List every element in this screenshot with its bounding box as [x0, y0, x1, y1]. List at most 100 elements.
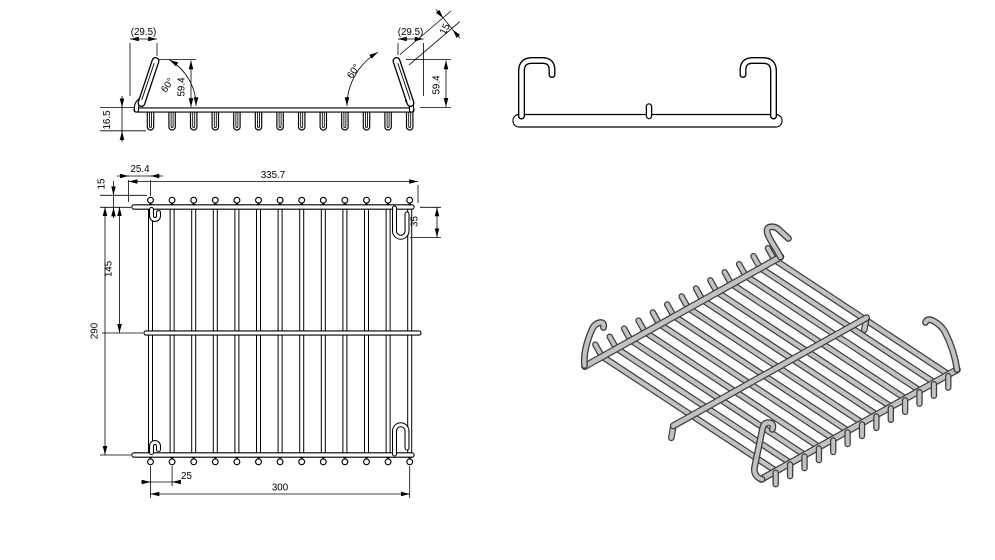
wire-end-loop: [319, 196, 327, 204]
wire-end-loop: [147, 196, 154, 204]
iso-corner-hook: [923, 317, 960, 372]
iso-wire: [772, 257, 949, 376]
dim-arc: [344, 51, 379, 107]
iso-corner-hook: [582, 320, 606, 368]
front-prong: [341, 110, 349, 131]
end-hook: [518, 57, 556, 120]
front-prong: [384, 110, 392, 131]
wire-end-loop: [255, 196, 262, 204]
front-prong-loops: [146, 110, 414, 131]
wire-end-loop: [211, 458, 219, 466]
front-prong-inner: [149, 111, 152, 129]
front-prong: [146, 110, 155, 131]
iso-back-rail: [582, 254, 784, 369]
front-rail-and-hooks: [133, 57, 415, 113]
front-prong: [319, 110, 328, 131]
dim-front-prong-height: 16.5: [102, 110, 113, 130]
dim-arrow: [452, 29, 461, 39]
front-prong-inner: [343, 111, 347, 129]
iso-wire: [614, 346, 791, 464]
front-hook-fold-line: [141, 63, 155, 100]
plan-corner-hook: [393, 423, 409, 456]
front-prong-inner: [257, 111, 260, 129]
dim-front-right-angle: 60°: [345, 62, 363, 81]
plan-corner-hook: [392, 205, 410, 240]
dim-front-right-width: (29.5): [398, 27, 424, 38]
front-prong-inner: [408, 111, 412, 129]
ext-line: [399, 10, 452, 55]
front-hook-fold-line: [397, 63, 411, 100]
wire-end-loop: [319, 458, 327, 466]
dim-arrow: [435, 9, 444, 19]
front-prong-inner: [170, 111, 174, 129]
dim-plan-pitch: 25: [181, 471, 192, 482]
front-end-hook: [393, 58, 414, 106]
wire-end-loop: [384, 196, 392, 204]
dim-front-left-angle: 60°: [159, 76, 177, 95]
front-prong: [362, 110, 371, 131]
wire-end-loop: [298, 458, 306, 466]
front-prong: [276, 110, 284, 131]
iso-wire: [700, 298, 877, 416]
wire-end-loop: [341, 196, 349, 204]
iso-wire: [643, 330, 820, 448]
front-prong-inner: [386, 111, 390, 129]
front-prong-inner: [321, 111, 325, 129]
front-prong: [168, 110, 176, 131]
wire-end-loop: [363, 458, 370, 466]
iso-wire: [686, 306, 863, 424]
isometric-view: [580, 223, 961, 488]
front-prong-inner: [278, 111, 282, 129]
dim-plan-top-width: 335.7: [261, 170, 286, 181]
plan-corner-hook: [150, 441, 160, 454]
plan-wire-end-loops: [147, 196, 414, 466]
wire-end-loop: [211, 196, 219, 204]
end-view-hooks: [518, 57, 777, 120]
wire-end-loop: [276, 458, 284, 466]
wire-end-loop: [190, 196, 198, 204]
front-prong: [297, 110, 306, 131]
front-prong: [211, 110, 220, 131]
dim-plan-overall-depth: 290: [90, 322, 101, 339]
end-hook: [519, 58, 555, 119]
iso-middle-rail: [671, 315, 869, 429]
plan-corner-hook: [150, 208, 160, 221]
iso-wire: [600, 354, 777, 472]
dim-plan-mid-offset: 145: [104, 260, 115, 277]
wire-end-loop: [341, 458, 349, 466]
end-view: [512, 57, 783, 128]
wire-end-loop: [147, 458, 154, 466]
front-prong-inner: [213, 111, 217, 129]
dim-plan-end-stickout: 15: [97, 178, 108, 189]
dim-front-left-height: 59.4: [177, 77, 188, 97]
iso-wire: [629, 338, 805, 456]
front-prong-inner: [300, 111, 304, 129]
front-prong: [405, 110, 414, 131]
dim-front-wire-offset: 15: [438, 21, 453, 36]
wire-end-loop: [298, 196, 306, 204]
iso-wire: [729, 282, 906, 400]
dim-front-left-width: (29.5): [131, 27, 157, 38]
iso-corner-hook: [752, 420, 775, 482]
front-view: (29.5) 59.4 60° 16.5 (29.5) 15 60° 59.4: [100, 9, 461, 142]
dim-line: [443, 18, 453, 30]
wire-end-loop: [406, 196, 414, 204]
iso-wire: [715, 290, 892, 408]
plan-view: 25.4 335.7 15 290 145 35 25 300: [90, 164, 441, 498]
end-hook: [739, 57, 777, 120]
front-prong: [189, 110, 198, 131]
front-prong-inner: [192, 111, 196, 129]
wire-end-loop: [233, 196, 241, 204]
wire-end-loop: [276, 196, 284, 204]
dim-front-right-height: 59.4: [432, 75, 443, 95]
front-prong: [254, 110, 263, 131]
dim-arc: [169, 59, 199, 107]
plan-rails-and-hooks: [131, 204, 422, 458]
wire-end-loop: [168, 458, 176, 466]
front-prong-inner: [365, 111, 368, 129]
iso-corner-hook: [764, 224, 791, 260]
iso-wire: [744, 274, 921, 392]
iso-wire: [657, 322, 834, 440]
